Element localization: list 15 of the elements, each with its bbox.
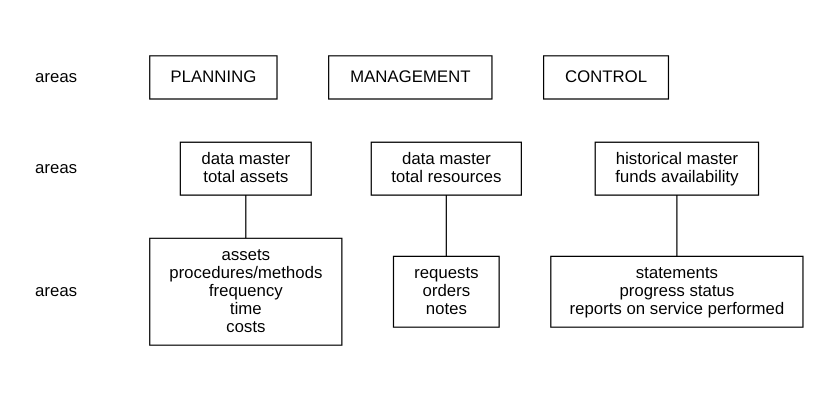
node-box: MANAGEMENT [328,55,493,100]
connector [676,195,678,256]
node-box: CONTROL [543,55,670,100]
connector [245,195,246,238]
node-box: historical master funds availability [594,142,760,196]
connector [446,195,447,256]
node-box: assets procedures/methods frequency time costs [149,238,342,346]
node-box: PLANNING [149,55,278,100]
label: areas [35,158,78,178]
label: areas [35,66,78,86]
node-box: requests orders notes [392,256,500,328]
label: areas [35,281,78,300]
node-box: data master total resources [370,142,522,196]
node-box: statements progress status reports on service performed [550,256,804,328]
node-box: data master total assets [180,142,312,196]
